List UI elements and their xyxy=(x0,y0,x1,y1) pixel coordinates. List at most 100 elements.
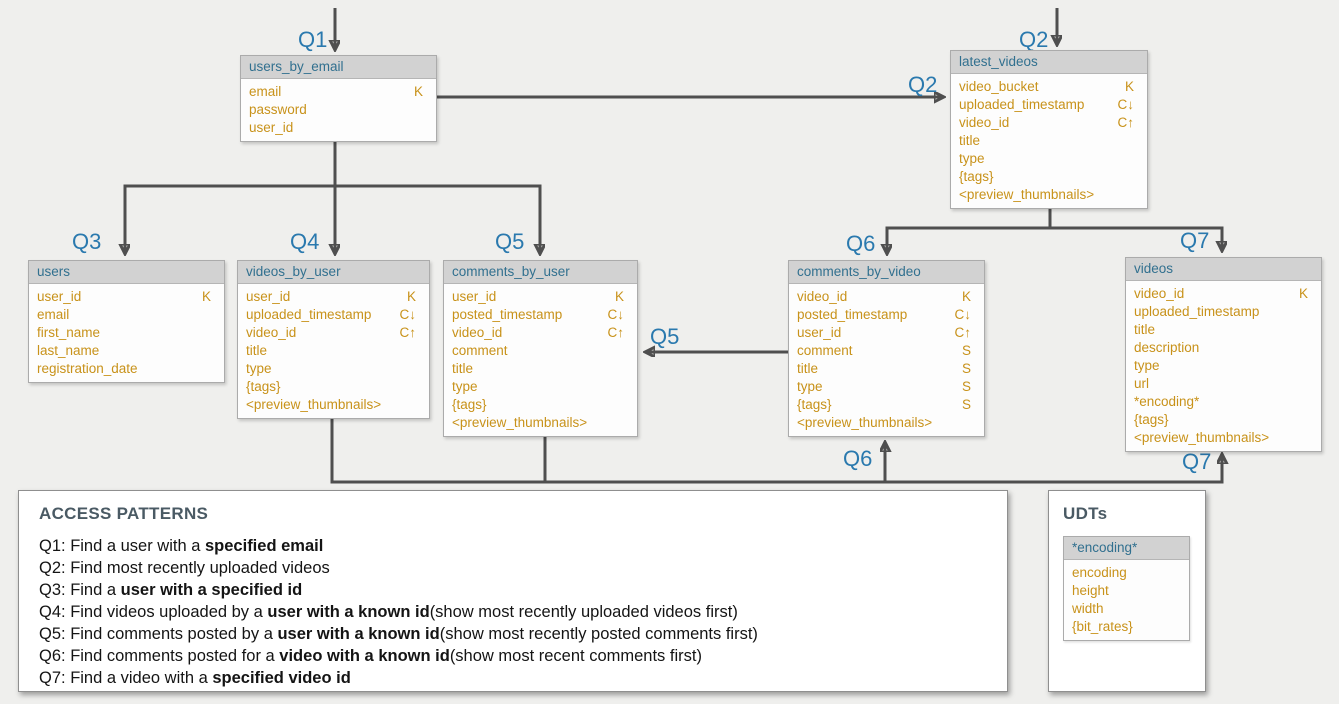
field-row: video_id C↑ xyxy=(238,324,429,342)
field-key-badge: S xyxy=(961,343,971,358)
query-label-q7-bottom: Q7 xyxy=(1182,449,1212,474)
field-row: *encoding* xyxy=(1126,393,1321,411)
field-row: title xyxy=(951,132,1147,150)
field-name: video_id xyxy=(246,325,297,340)
field-row: password xyxy=(241,101,436,119)
field-name: user_id xyxy=(249,120,294,135)
field-name: {tags} xyxy=(246,379,281,394)
field-row: registration_date xyxy=(29,360,224,378)
query-label-q2-link: Q2 xyxy=(908,72,938,97)
table-comments_by_video: comments_by_video video_id K posted_time… xyxy=(788,260,985,437)
connector-q6-down-arrow xyxy=(887,206,1052,253)
field-row: type xyxy=(444,378,637,396)
field-row: type xyxy=(1126,357,1321,375)
field-row: last_name xyxy=(29,342,224,360)
table-title: users xyxy=(29,261,224,284)
field-key-badge: K xyxy=(1124,79,1134,94)
udt-table-slot: *encoding* encoding height width {bit_ra… xyxy=(1063,536,1205,641)
table-title: users_by_email xyxy=(241,56,436,79)
field-name: type xyxy=(959,151,985,166)
field-row: <preview_thumbnails> xyxy=(951,186,1147,204)
field-row: user_id xyxy=(241,119,436,137)
field-name: video_id xyxy=(797,289,848,304)
query-label-q7-top: Q7 xyxy=(1180,228,1210,253)
access-pattern-qlabel: Q7: xyxy=(39,669,71,687)
field-name: email xyxy=(249,84,282,99)
field-name: *encoding* xyxy=(1134,394,1200,409)
access-pattern-bold: user with a specified id xyxy=(120,581,303,599)
access-pattern-qlabel: Q2: xyxy=(39,559,71,577)
field-name: title xyxy=(1134,322,1156,337)
field-key-badge: K xyxy=(413,84,423,99)
access-pattern-bold: specified email xyxy=(205,537,324,555)
field-key-badge: S xyxy=(961,379,971,394)
field-name: comment xyxy=(452,343,508,358)
field-name: {bit_rates} xyxy=(1072,619,1133,634)
field-key-badge: K xyxy=(201,289,211,304)
query-label-q5-top: Q5 xyxy=(495,229,525,254)
query-label-q6-bottom: Q6 xyxy=(843,446,873,471)
field-row: {tags} xyxy=(1126,411,1321,429)
field-key-badge: C↑ xyxy=(607,325,625,340)
table-fields: video_bucket K uploaded_timestamp C↓ vid… xyxy=(951,74,1147,208)
table-videos: videos video_id K uploaded_timestamp tit… xyxy=(1125,257,1322,452)
field-name: {tags} xyxy=(452,397,487,412)
field-key-badge: S xyxy=(961,361,971,376)
udts-title: UDTs xyxy=(1063,504,1108,523)
field-row: <preview_thumbnails> xyxy=(444,414,637,432)
access-pattern-text: Find a xyxy=(70,581,121,599)
field-name: first_name xyxy=(37,325,101,340)
query-label-q4: Q4 xyxy=(290,229,320,254)
table-title: videos_by_user xyxy=(238,261,429,284)
field-name: video_id xyxy=(452,325,503,340)
field-row: video_id C↑ xyxy=(444,324,637,342)
field-key-badge: C↑ xyxy=(1117,115,1135,130)
access-pattern-item: Q6: Find comments posted for a video wit… xyxy=(39,645,1007,667)
field-row: video_bucket K xyxy=(951,78,1147,96)
access-pattern-post: (show most recent comments first) xyxy=(449,647,702,665)
field-row: type S xyxy=(789,378,984,396)
field-row: email K xyxy=(241,83,436,101)
field-key-badge: C↓ xyxy=(1117,97,1135,112)
field-name: uploaded_timestamp xyxy=(959,97,1085,112)
access-pattern-post: (show most recently posted comments firs… xyxy=(439,625,758,643)
table-comments_by_user: comments_by_user user_id K posted_timest… xyxy=(443,260,638,437)
field-name: <preview_thumbnails> xyxy=(1134,430,1270,445)
field-name: user_id xyxy=(246,289,291,304)
field-row: {tags} xyxy=(444,396,637,414)
table-fields: video_id K posted_timestamp C↓ user_id C… xyxy=(789,284,984,436)
access-pattern-item: Q4: Find videos uploaded by a user with … xyxy=(39,601,1007,623)
access-pattern-text: Find comments posted by a xyxy=(70,625,278,643)
field-name: {tags} xyxy=(959,169,994,184)
field-row: user_id K xyxy=(238,288,429,306)
field-name: type xyxy=(1134,358,1160,373)
field-name: video_id xyxy=(959,115,1010,130)
field-row: {tags} S xyxy=(789,396,984,414)
access-pattern-item: Q1: Find a user with a specified email xyxy=(39,535,1007,557)
field-name: title xyxy=(452,361,474,376)
field-row: uploaded_timestamp C↓ xyxy=(951,96,1147,114)
field-row: user_id K xyxy=(29,288,224,306)
table-title: videos xyxy=(1126,258,1321,281)
field-row: <preview_thumbnails> xyxy=(238,396,429,414)
access-pattern-text: Find most recently uploaded videos xyxy=(70,559,330,577)
field-row: <preview_thumbnails> xyxy=(1126,429,1321,447)
table-fields: user_id K uploaded_timestamp C↓ video_id… xyxy=(238,284,429,418)
field-row: {tags} xyxy=(238,378,429,396)
field-key-badge: C↓ xyxy=(607,307,625,322)
table-title: latest_videos xyxy=(951,51,1147,74)
field-key-badge: K xyxy=(406,289,416,304)
field-row: posted_timestamp C↓ xyxy=(444,306,637,324)
field-name: {tags} xyxy=(1134,412,1169,427)
field-row: video_id K xyxy=(789,288,984,306)
field-name: url xyxy=(1134,376,1150,391)
access-pattern-item: Q5: Find comments posted by a user with … xyxy=(39,623,1007,645)
field-name: type xyxy=(797,379,823,394)
access-pattern-qlabel: Q4: xyxy=(39,603,71,621)
field-name: user_id xyxy=(797,325,842,340)
table-users_by_email: users_by_email email K password user_id xyxy=(240,55,437,142)
field-row: uploaded_timestamp xyxy=(1126,303,1321,321)
field-row: type xyxy=(951,150,1147,168)
access-pattern-post: (show most recently uploaded videos firs… xyxy=(429,603,738,621)
table-latest_videos: latest_videos video_bucket K uploaded_ti… xyxy=(950,50,1148,209)
